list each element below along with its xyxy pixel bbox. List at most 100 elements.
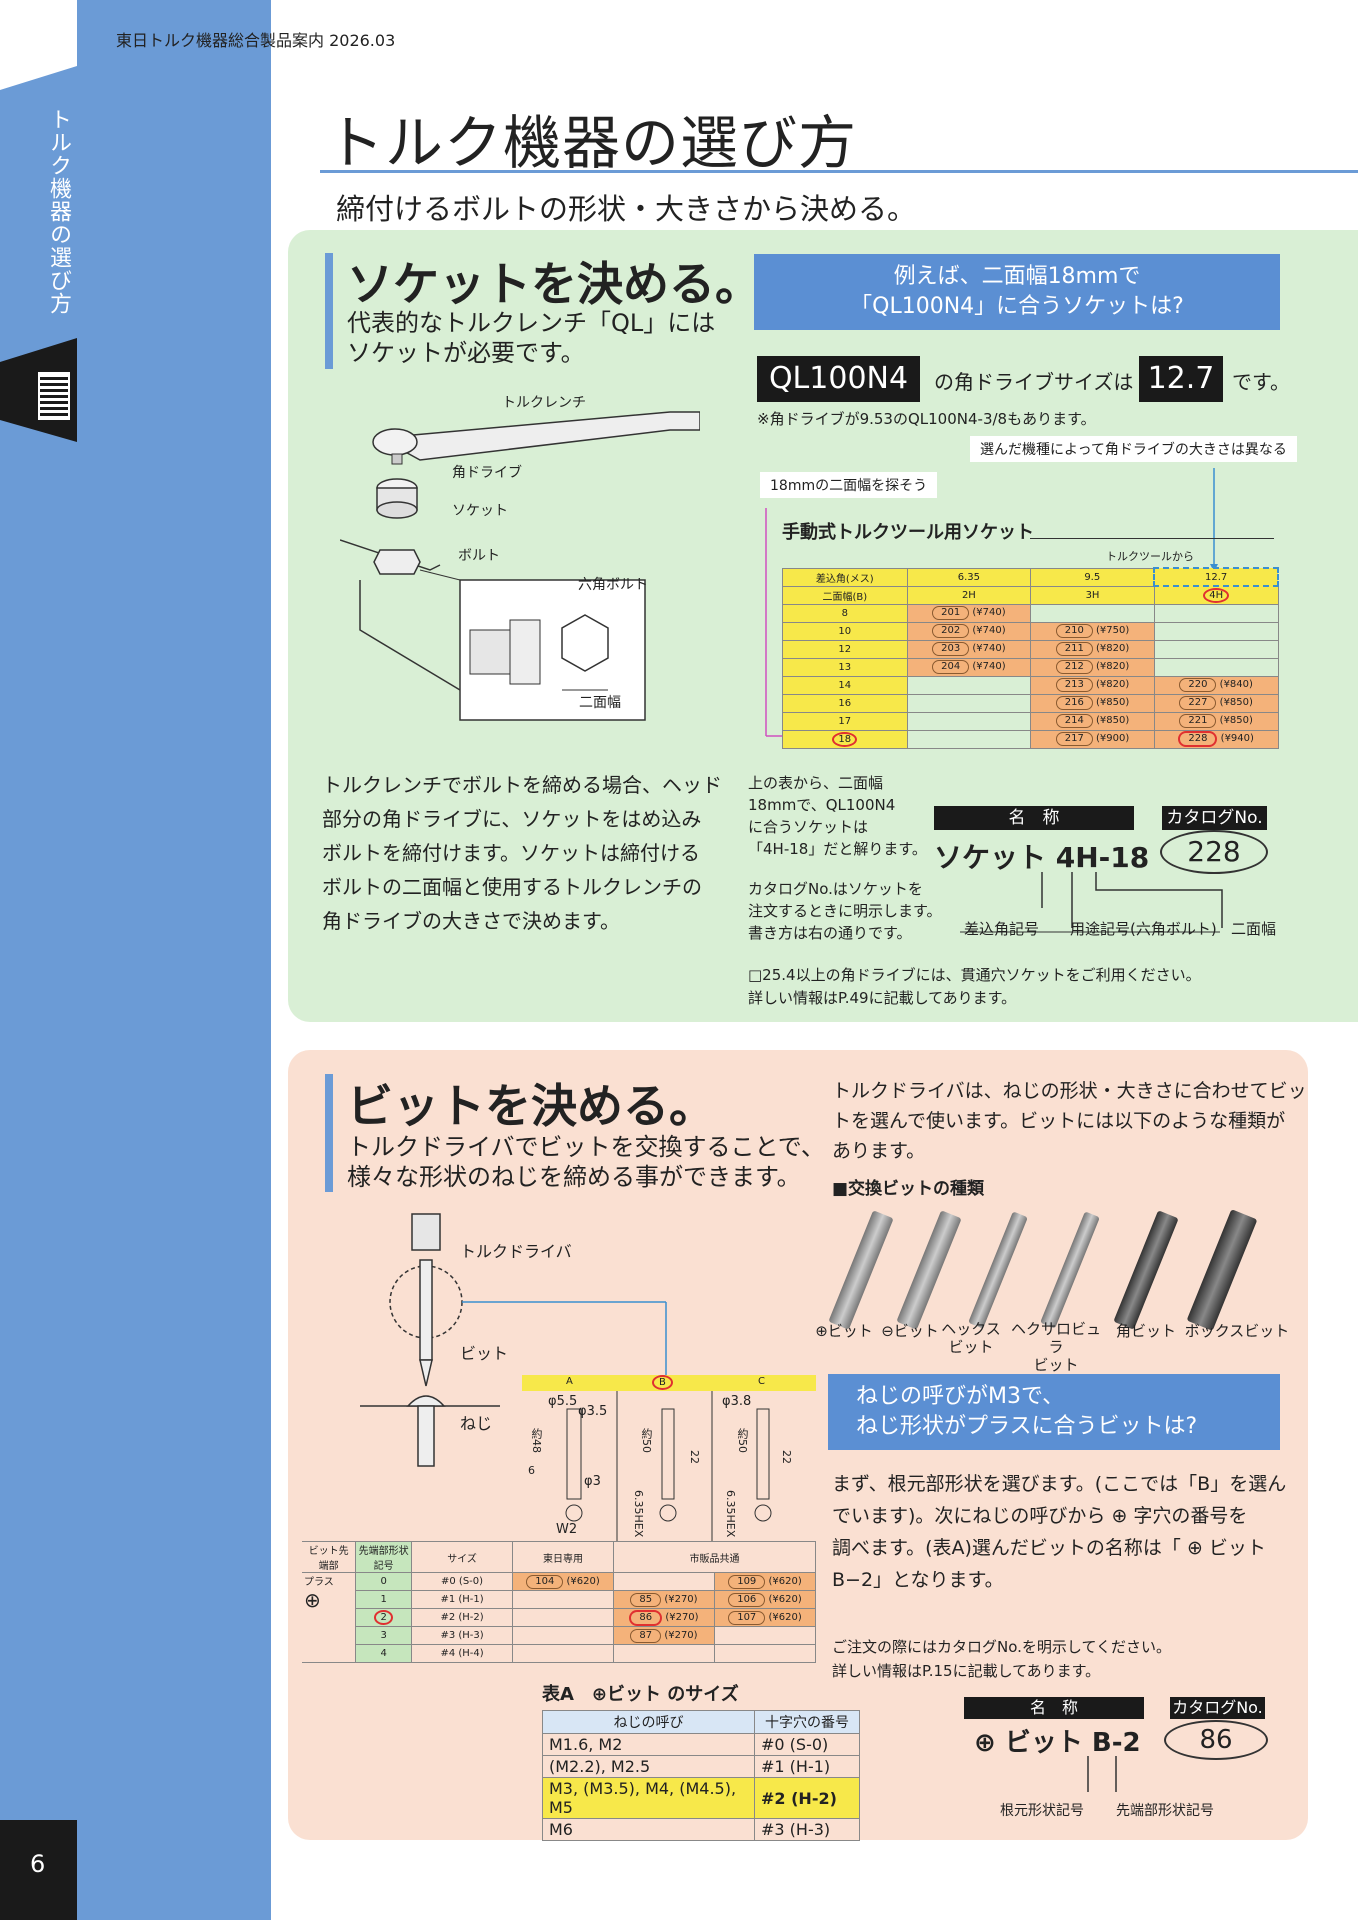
label-bolt: ボルト [458,548,500,564]
tableA-title: 表A ⊕ビット のサイズ [542,1684,739,1705]
socket-table-title: 手動式トルクツール用ソケット [782,522,1034,543]
dim-a6: W2 [556,1522,578,1537]
drive-size-box: 12.7 [1139,356,1223,402]
socket-name-label: 名 称 [934,806,1134,830]
bit-question-banner: ねじの呼びがM3で、 ねじ形状がプラスに合うビットは? [828,1374,1280,1450]
bit-table: ビット先端部 先端部形状記号 サイズ 東日専用 市販品共通 プラス⊕ 0 #0 … [302,1541,817,1663]
label-screw: ねじ [460,1414,493,1433]
socket-code-3: 二面幅 [1231,920,1277,938]
socket-explain-2: カタログNo.はソケットを 注文するときに明示します。 書き方は右の通りです。 [748,880,942,942]
table-row: 18 217 (¥900) 228 (¥940) [782,729,1279,749]
bit-type-hex: ヘックス ビット [941,1320,1001,1356]
socket-explain: 上の表から、二面幅 18mmで、QL100N4 に合うソケットは 「4H-18」… [748,774,927,858]
label-driver: トルクドライバ [460,1242,572,1261]
socket-title: ソケットを決める。 [347,257,761,311]
label-width: 二面幅 [579,695,621,711]
socket-desc-1: 代表的なトルクレンチ「QL」には [347,309,716,337]
table-row: 1 #1 (H-1) 85 (¥270) 106 (¥620) [302,1590,817,1609]
model-box: QL100N4 [757,356,920,402]
table-row: 17 214 (¥850) 221 (¥850) [782,711,1279,731]
side-title: トルク機器の選び方 [46,108,71,315]
socket-example-banner: 例えば、二面幅18mmで 「QL100N4」に合うソケットは? [754,254,1280,330]
dim-c2: 約50 [736,1428,749,1453]
bit-code-2: 先端部形状記号 [1116,1803,1214,1819]
book-icon [38,372,70,420]
dim-c4: 6.35HEX [724,1490,737,1538]
socket-table-from: トルクツールから [1106,550,1194,563]
bit-dimension-drawing [565,1391,772,1541]
bit-cat-label: カタログNo. [1170,1697,1265,1719]
table-row: M1.6, M2#0 (S-0) [542,1733,860,1756]
socket-bar [325,253,333,369]
socket-cat-label: カタログNo. [1162,806,1267,830]
bit-type-minus: ⊖ビット [881,1322,939,1340]
dim-a1: φ5.5 [548,1394,578,1409]
dim-b2: 22 [688,1450,701,1464]
socket-foot-2: 詳しい情報はP.49に記載してあります。 [748,989,1017,1007]
dim-a4: 6 [528,1464,535,1477]
socket-cat-value: 228 [1160,830,1268,874]
bit-name-label: 名 称 [964,1697,1144,1719]
callout-width: 18mmの二面幅を探そう [760,472,938,498]
bit-name-value: ⊕ ビット B-2 [974,1728,1141,1758]
table-row: 13 204 (¥740) 212 (¥820) [782,657,1279,677]
catalog-header: 東日トルク機器総合製品案内 2026.03 [116,31,396,50]
bit-type-hexalobular: ヘクサロビュラ ビット [1010,1320,1101,1374]
dim-c3: 22 [780,1450,793,1464]
bit-title: ビットを決める。 [347,1079,715,1133]
bit-type-box: ボックスビット [1184,1322,1290,1340]
socket-name-value: ソケット 4H-18 [934,841,1150,874]
label-bit: ビット [460,1344,509,1363]
bit-code-lines [1087,1756,1117,1792]
bit-code-1: 根元形状記号 [1000,1803,1084,1819]
label-hexbolt: 六角ボルト [578,577,648,593]
bit-type-square: 角ビット [1115,1322,1176,1340]
model-end: です。 [1232,370,1290,394]
table-row: (M2.2), M2.5#1 (H-1) [542,1755,860,1778]
table-row: 12 203 (¥740) 211 (¥820) [782,639,1279,659]
table-row: プラス⊕ 0 #0 (S-0) 104 (¥620) 109 (¥620) [302,1572,817,1663]
driver-illustration [360,1213,667,1467]
bit-desc-1: トルクドライバでビットを交換することで、 [347,1133,825,1161]
bit-order-1: ご注文の際にはカタログNo.を明示してください。 [832,1638,1172,1656]
page-number: 6 [30,1850,46,1878]
table-from-rule [1030,538,1274,539]
bit-answer: まず、根元部形状を選びます。(ここでは「B」を選ん でいます)。次にねじの呼びか… [832,1473,1287,1591]
bit-type-plus: ⊕ビット [815,1322,873,1340]
table-row: 4 #4 (H-4) [302,1644,817,1663]
plus-icon: ⊕ [304,1588,321,1612]
dim-b1: 約50 [640,1428,653,1453]
model-mid: の角ドライブサイズは [934,370,1134,394]
label-drive: 角ドライブ [452,465,522,481]
socket-foot-1: □25.4以上の角ドライブには、貫通穴ソケットをご利用ください。 [748,966,1201,984]
dim-c1: φ3.8 [722,1394,752,1409]
table-row: 16 216 (¥850) 227 (¥850) [782,693,1279,713]
bit-cat-value: 86 [1164,1720,1268,1760]
table-row: 10 202 (¥740) 210 (¥750) [782,621,1279,641]
dim-a5: φ3 [584,1474,601,1489]
socket-note: ※角ドライブが9.53のQL100N4-3/8もあります。 [757,410,1096,428]
page-subtitle: 締付けるボルトの形状・大きさから決める。 [336,192,917,226]
title-rule [320,170,1358,173]
label-wrench: トルクレンチ [502,395,586,411]
table-row: 2 #2 (H-2) 86 (¥270) 107 (¥620) [302,1608,817,1627]
bit-bar [325,1074,333,1192]
label-socket: ソケット [452,503,508,519]
socket-code-1: 差込角記号 [964,920,1040,938]
table-row: M6#3 (H-3) [542,1818,860,1841]
bit-order-2: 詳しい情報はP.15に記載してあります。 [832,1662,1101,1680]
bit-col-header: A B C [522,1375,816,1391]
dim-a2: φ3.5 [578,1404,608,1419]
bit-types-title: ■交換ビットの種類 [832,1179,985,1199]
callout-drive: 選んだ機種によって角ドライブの大きさは異なる [970,436,1297,462]
table-row: 3 #3 (H-3) 87 (¥270) [302,1626,817,1645]
socket-code-2: 用途記号(六角ボルト) [1070,920,1217,938]
dim-b3: 6.35HEX [632,1490,645,1538]
bit-intro: トルクドライバは、ねじの形状・大きさに合わせてビッ トを選んで使います。ビットに… [832,1080,1307,1162]
table-row: 14 213 (¥820) 220 (¥840) [782,675,1279,695]
socket-table: 差込角(メス) 6.35 9.5 12.7 二面幅(B) 2H 3H 4H 8 … [782,567,1279,749]
bit-desc-2: 様々な形状のねじを締める事ができます。 [347,1163,801,1191]
page-title: トルク機器の選び方 [326,109,858,177]
table-row: M3, (M3.5), M4, (M4.5), M5#2 (H-2) [542,1777,860,1819]
socket-desc-2: ソケットが必要です。 [347,339,585,367]
